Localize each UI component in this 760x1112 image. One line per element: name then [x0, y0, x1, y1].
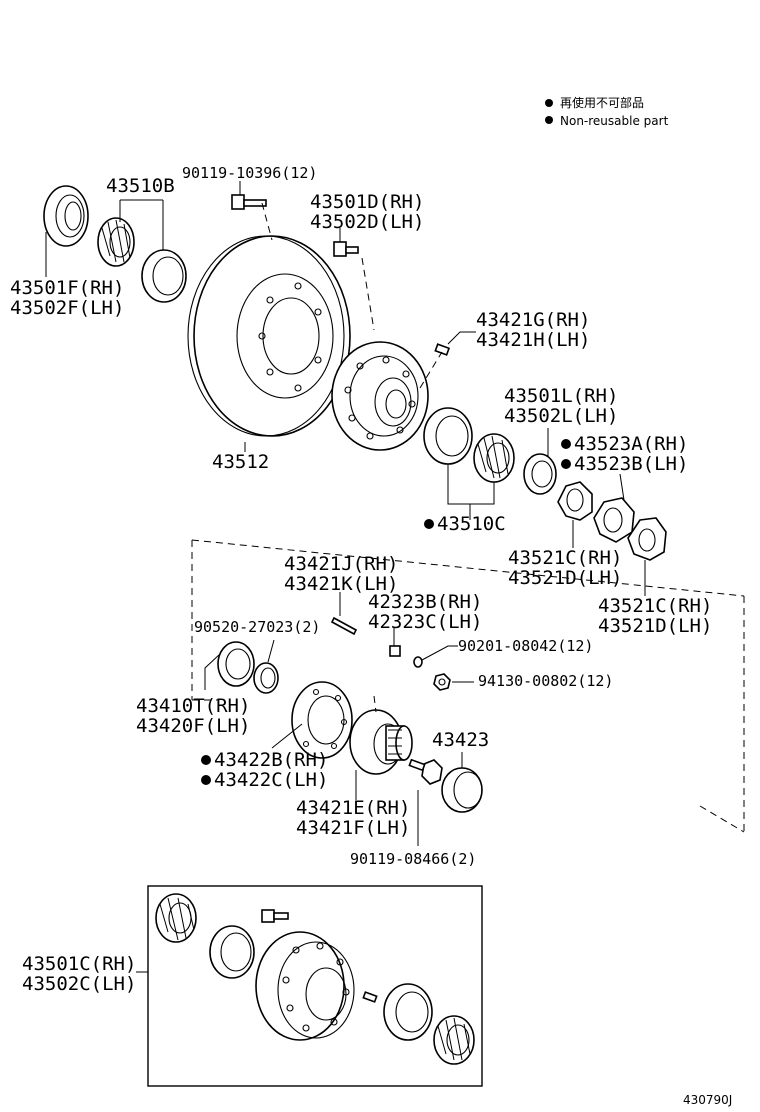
label-43422B: 43422B(RH)	[214, 749, 328, 771]
box-axle-hub	[255, 931, 355, 1041]
label-43502F: 43502F(LH)	[10, 297, 124, 319]
box-stud	[362, 991, 378, 1003]
front-axle-hub	[331, 341, 443, 451]
box-bearing-cup-right	[383, 983, 433, 1041]
oil-seal-43501L	[523, 428, 557, 495]
group-frame-dashed	[191, 539, 745, 833]
label-90520: 90520-27023(2)	[194, 618, 320, 636]
legend-dot-icon	[545, 116, 553, 124]
illustration-id: 430790J	[683, 1093, 732, 1107]
box-bearing-cup-left	[209, 925, 255, 979]
assembly-box-43501C	[147, 885, 483, 1087]
hub-cap-43423	[441, 752, 483, 813]
lock-washer-43523A	[593, 473, 635, 543]
legend-dot-icon	[545, 99, 553, 107]
label-42323C: 42323C(LH)	[368, 611, 482, 633]
label-43421E: 43421E(RH)	[296, 797, 410, 819]
part-labels: 43510B 90119-10396(12) 43501D(RH) 43502D…	[10, 164, 732, 1107]
bolt-90119-10396	[231, 181, 273, 241]
box-bearing-cone-left	[155, 893, 197, 943]
leaders-43510C	[447, 464, 495, 520]
stud-43421J	[330, 592, 358, 636]
lock-nut-43521C-inner	[557, 481, 593, 548]
flange-43421E	[349, 695, 413, 800]
label-94130: 94130-00802(12)	[478, 672, 613, 690]
washer-90201	[413, 645, 458, 668]
leaders-43510B	[45, 199, 164, 277]
label-43501D: 43501D(RH)	[310, 191, 424, 213]
non-reusable-dot-icon	[201, 755, 211, 765]
box-hub-bolt	[261, 909, 289, 923]
hub-stud-43421G	[434, 331, 476, 356]
label-43502L: 43502L(LH)	[504, 405, 618, 427]
label-43523B: 43523B(LH)	[574, 453, 688, 475]
bolt-42323B	[389, 628, 401, 657]
label-43421J: 43421J(RH)	[284, 553, 398, 575]
label-43502C: 43502C(LH)	[22, 973, 136, 995]
label-43501F: 43501F(RH)	[10, 277, 124, 299]
bearing-cone-43510C	[473, 433, 515, 483]
label-43423: 43423	[432, 729, 489, 751]
label-43521D-a: 43521D(LH)	[508, 567, 622, 589]
label-90201: 90201-08042(12)	[458, 637, 593, 655]
label-43421H: 43421H(LH)	[476, 329, 590, 351]
non-reusable-dot-icon	[201, 775, 211, 785]
label-43421F: 43421F(LH)	[296, 817, 410, 839]
label-42323B: 42323B(RH)	[368, 591, 482, 613]
label-90119-08466: 90119-08466(2)	[350, 850, 476, 868]
label-43521D-b: 43521D(LH)	[598, 615, 712, 637]
label-43422C: 43422C(LH)	[214, 769, 328, 791]
label-43521C-b: 43521C(RH)	[598, 595, 712, 617]
box-bearing-cone-right	[433, 1015, 475, 1065]
label-43502D: 43502D(LH)	[310, 211, 424, 233]
label-43501C: 43501C(RH)	[22, 953, 136, 975]
bearing-cup-43510B	[141, 249, 187, 303]
non-reusable-dot-icon	[424, 519, 434, 529]
nut-94130	[433, 673, 451, 691]
label-43521C-a: 43521C(RH)	[508, 547, 622, 569]
bolt-43501D	[333, 228, 375, 331]
legend-jp: 再使用不可部品	[560, 95, 644, 110]
non-reusable-dot-icon	[561, 459, 571, 469]
label-43421G: 43421G(RH)	[476, 309, 590, 331]
label-90119-10396: 90119-10396(12)	[182, 164, 317, 182]
legend-en: Non-reusable part	[560, 114, 669, 128]
label-43410T: 43410T(RH)	[136, 695, 250, 717]
label-43510B: 43510B	[106, 175, 175, 197]
disc-rotor-43512	[187, 235, 351, 452]
non-reusable-dot-icon	[561, 439, 571, 449]
label-43501L: 43501L(RH)	[504, 385, 618, 407]
oil-seal-43501F	[43, 185, 89, 247]
lock-nut-43521C-outer	[627, 517, 667, 596]
gasket-43422B	[271, 681, 353, 759]
legend: 再使用不可部品 Non-reusable part	[545, 95, 669, 128]
bolt-90119-08466	[408, 758, 443, 846]
label-43512: 43512	[212, 451, 269, 473]
oil-seal-43410T	[204, 641, 255, 690]
label-43420F: 43420F(LH)	[136, 715, 250, 737]
label-43523A: 43523A(RH)	[574, 433, 688, 455]
snap-ring-90520	[253, 639, 279, 694]
label-43421K: 43421K(LH)	[284, 573, 398, 595]
bearing-cone-43510B	[97, 217, 135, 267]
bearing-cup-43510C	[423, 407, 473, 465]
label-43510C: 43510C	[437, 513, 506, 535]
